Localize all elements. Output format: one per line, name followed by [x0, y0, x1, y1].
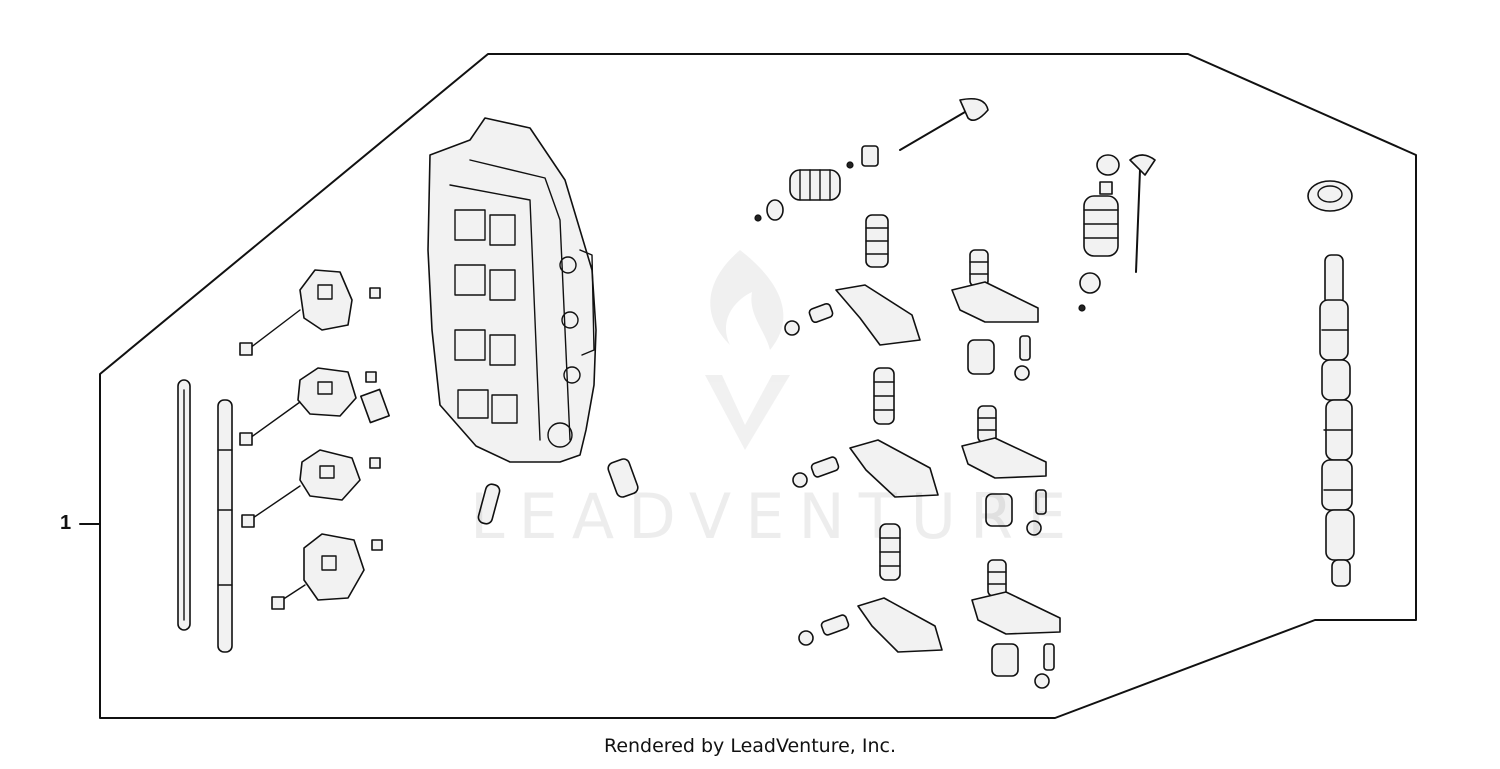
rocker-arm-row-2-left [792, 367, 939, 498]
rocker-holder-2 [239, 367, 390, 446]
rocker-arm-row-2-right [961, 405, 1047, 536]
watermark-text: LEADVENTURE [470, 480, 1081, 553]
rocker-shaft-2 [217, 399, 233, 653]
camshaft [1319, 254, 1355, 587]
rocker-arm-row-1-left [784, 214, 921, 346]
footer-credit: Rendered by LeadVenture, Inc. [603, 735, 897, 757]
rocker-arm-row-1-right [951, 249, 1039, 381]
dowel-pin-2 [477, 483, 501, 525]
rocker-holder-3 [241, 449, 381, 528]
cylinder-head [427, 117, 597, 463]
oil-seal [1307, 180, 1353, 212]
rocker-holder-4 [271, 533, 383, 610]
rocker-holder-1 [239, 269, 381, 356]
callout-label: 1 [60, 512, 72, 534]
valve-assembly-2 [1078, 154, 1156, 312]
dowel-pin-1 [607, 458, 639, 498]
rocker-shaft-1 [177, 379, 191, 631]
valve-assembly-1 [754, 97, 989, 222]
rocker-arm-row-3-left [798, 523, 943, 653]
watermark-logo [705, 250, 790, 450]
rocker-arm-row-3-right [971, 559, 1061, 689]
kit-boundary-outline [99, 53, 1417, 719]
